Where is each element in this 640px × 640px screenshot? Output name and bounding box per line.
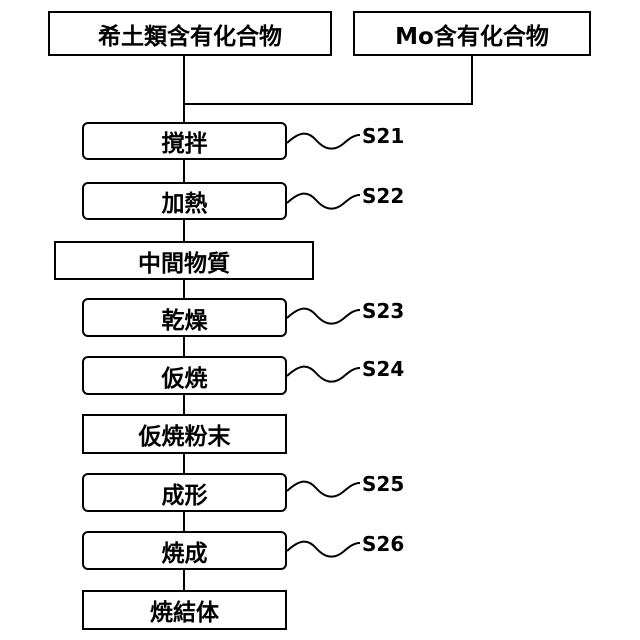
leader-s25 <box>287 482 360 497</box>
step-box-s21: 撹拌 <box>82 122 287 160</box>
input-mo-text: Mo含有化合物 <box>395 17 549 51</box>
step-text: 焼成 <box>162 534 208 568</box>
intermediate-box: 中間物質 <box>54 241 314 280</box>
leader-s26 <box>287 542 360 557</box>
step-label-s21: S21 <box>362 124 404 148</box>
leader-s24 <box>287 367 360 382</box>
step-text: 加熱 <box>162 184 208 218</box>
step-box-s22: 加熱 <box>82 182 287 220</box>
step-text: 成形 <box>162 476 208 510</box>
step-box-s25: 成形 <box>82 473 287 512</box>
sintered-body-box: 焼結体 <box>82 590 287 630</box>
step-text: 撹拌 <box>162 124 208 158</box>
step-text: 乾燥 <box>162 301 208 335</box>
step-box-s24: 仮焼 <box>82 356 287 395</box>
calcined-powder-box: 仮焼粉末 <box>82 414 287 454</box>
step-box-s26: 焼成 <box>82 531 287 570</box>
calcined-powder-text: 仮焼粉末 <box>139 417 231 451</box>
sintered-body-text: 焼結体 <box>150 593 219 627</box>
leader-s22 <box>287 194 360 209</box>
step-label-s23: S23 <box>362 299 404 323</box>
step-box-s23: 乾燥 <box>82 298 287 337</box>
input-mo-box: Mo含有化合物 <box>353 11 591 56</box>
step-text: 仮焼 <box>162 359 208 393</box>
intermediate-text: 中間物質 <box>138 244 230 278</box>
input-rare-earth-box: 希土類含有化合物 <box>48 11 332 56</box>
step-label-s24: S24 <box>362 357 404 381</box>
step-label-s26: S26 <box>362 532 404 556</box>
step-label-s22: S22 <box>362 184 404 208</box>
leader-s23 <box>287 309 360 324</box>
leader-s21 <box>287 134 360 149</box>
step-label-s25: S25 <box>362 472 404 496</box>
input-rare-earth-text: 希土類含有化合物 <box>98 17 282 51</box>
merge-line <box>184 56 472 104</box>
